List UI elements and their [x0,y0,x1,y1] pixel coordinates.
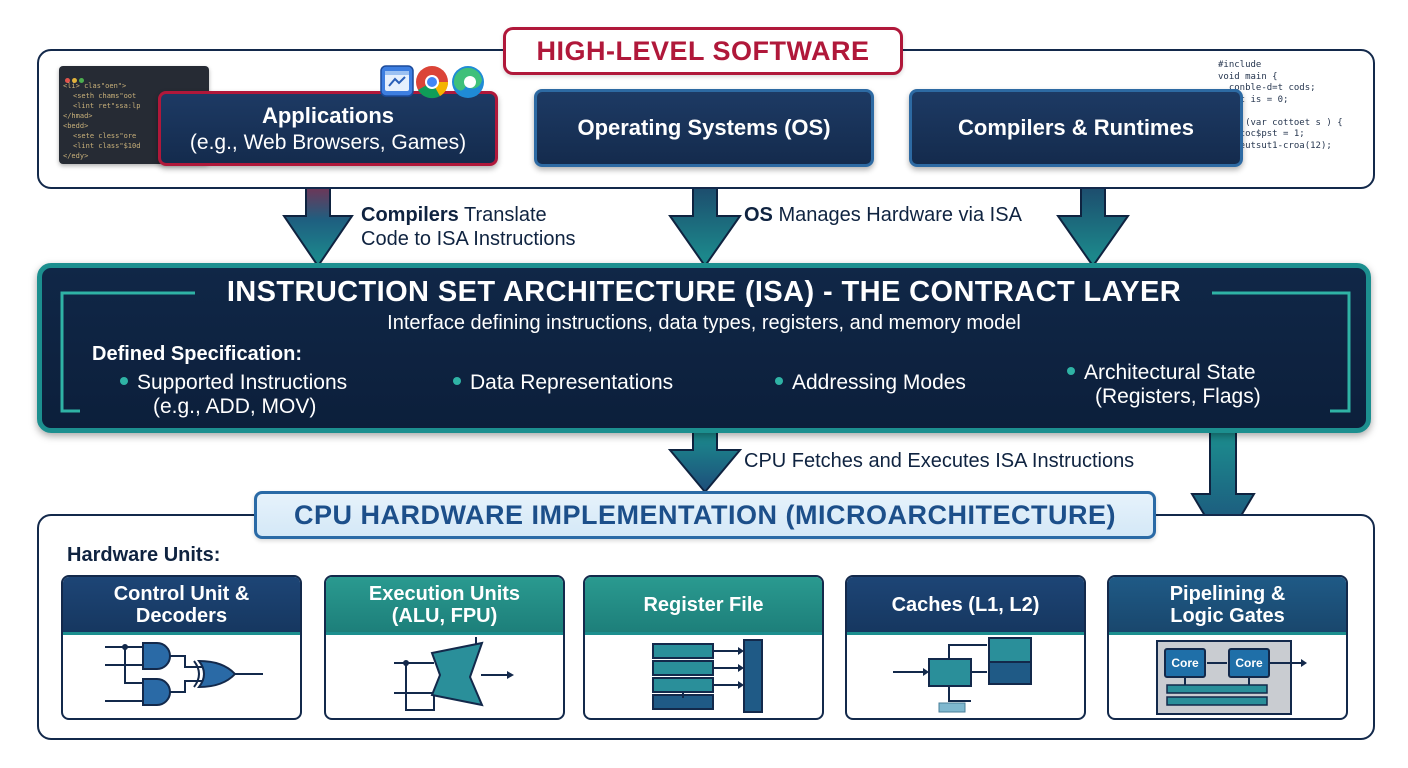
bullet-dot [775,377,783,386]
unit-title-line1: Control Unit & [113,582,250,605]
register-file-diagram [652,639,763,713]
unit-title-line1: Pipelining & [1169,582,1286,605]
core-label: Core [1171,656,1199,670]
compilers-title: Compilers & Runtimes [958,115,1194,140]
os-title: Operating Systems (OS) [577,115,831,140]
chrome-icon [416,66,449,99]
bullet-dot [120,377,128,386]
unit-title-line2: (ALU, FPU) [391,604,498,627]
applications-box: Applications (e.g., Web Browsers, Games) [158,91,498,166]
os-bold: OS [744,204,773,226]
core-label: Core [1235,656,1263,670]
code-line: coc$pst = 1; [1218,129,1305,139]
bullet-text: Supported Instructions [137,371,348,394]
bullet-subtext: (Registers, Flags) [1095,385,1261,408]
app-window-icon [380,65,414,97]
code-line: <lint ret"ssa:lp [73,102,141,110]
logic-gates-diagram [105,642,263,706]
l2-cache-icon [988,637,1032,663]
unit-title-line2: Decoders [135,604,228,627]
code-line: void main { [1218,71,1278,82]
pipelining-heading: Pipelining &Logic Gates [1109,577,1346,635]
alu-diagram [394,637,514,711]
code-line: #include [1218,60,1262,70]
cache-diagram [893,637,1032,713]
compilers-translate-label: Compilers Translate Code to ISA Instruct… [361,203,576,251]
os-rest: Manages Hardware via ISA [772,204,1022,226]
os-manages-label: OS Manages Hardware via ISA [744,203,1022,227]
cpu-fetches-label: CPU Fetches and Executes ISA Instruction… [744,450,1135,472]
code-line: <lint class"$10d [73,142,141,150]
isa-bullet-data-representations: Data Representations [453,371,673,395]
and-gate-icon [142,678,171,706]
compilers-bold: Compilers [361,204,459,226]
register-file-card: Register File [583,575,824,720]
applications-subtitle: (e.g., Web Browsers, Games) [189,130,467,154]
bullet-dot [453,377,461,386]
code-line: </hmad> [63,112,93,120]
isa-subtitle: Interface defining instructions, data ty… [387,312,1021,334]
compilers-line2: Code to ISA Instructions [361,228,576,250]
control-unit-heading: Control Unit &Decoders [63,577,300,635]
bullet-dot [1067,367,1075,376]
and-gate-icon [142,642,171,670]
caches-card: Caches (L1, L2) [845,575,1086,720]
isa-bullet-instructions: Supported Instructions (e.g., ADD, MOV) [120,371,347,419]
code-line: <bedd> [63,122,89,130]
control-unit-card: Control Unit &Decoders [61,575,302,720]
multicore-diagram: Core Core [1156,640,1307,715]
edge-icon [452,66,484,98]
hardware-units-label: Hardware Units: [67,544,221,566]
isa-spec-label: Defined Specification: [92,343,303,365]
isa-bullet-addressing-modes: Addressing Modes [775,371,966,395]
l1-cache-icon [928,658,972,687]
code-line: <sete cless"ore [73,132,137,140]
or-gate-icon [196,659,237,689]
execution-units-heading: Execution Units(ALU, FPU) [326,577,563,635]
execution-units-card: Execution Units(ALU, FPU) [324,575,565,720]
register-file-heading: Register File [585,577,822,635]
compilers-rest: Translate [458,204,547,226]
unit-title-line1: Execution Units [368,582,521,605]
operating-systems-box: Operating Systems (OS) [534,89,874,167]
compilers-runtimes-box: Compilers & Runtimes [909,89,1243,167]
high-level-software-title: HIGH-LEVEL SOFTWARE [503,27,903,75]
isa-panel [37,263,1371,433]
applications-title: Applications [261,102,394,128]
window-dots-icon [65,70,86,88]
isa-bullet-architectural-state: Architectural State (Registers, Flags) [1067,361,1261,409]
pipelining-card: Pipelining &Logic Gates Core Core [1107,575,1348,720]
code-line: <seth chams"oot [73,92,137,100]
alu-icon [430,641,484,707]
unit-title-line1: Caches (L1, L2) [891,593,1040,616]
code-line: </edy> [63,152,89,160]
bullet-text: Data Representations [470,371,674,394]
isa-title: INSTRUCTION SET ARCHITECTURE (ISA) - THE… [226,276,1182,308]
unit-title-line2: Logic Gates [1170,604,1285,627]
unit-title-line1: Register File [643,593,764,616]
cpu-hardware-title: CPU HARDWARE IMPLEMENTATION (MICROARCHIT… [254,491,1156,539]
bullet-text: Addressing Modes [792,371,966,394]
browser-icons [380,65,484,99]
code-line: eutsut1-croa(12); [1218,140,1332,151]
caches-heading: Caches (L1, L2) [847,577,1084,635]
code-line: <li> clas"oen"> [63,82,127,90]
bullet-text: Architectural State [1084,361,1256,384]
code-line: conble-d=t cods; [1218,83,1316,93]
arrow-isa-to-cpu [667,429,743,494]
bullet-subtext: (e.g., ADD, MOV) [153,395,317,418]
